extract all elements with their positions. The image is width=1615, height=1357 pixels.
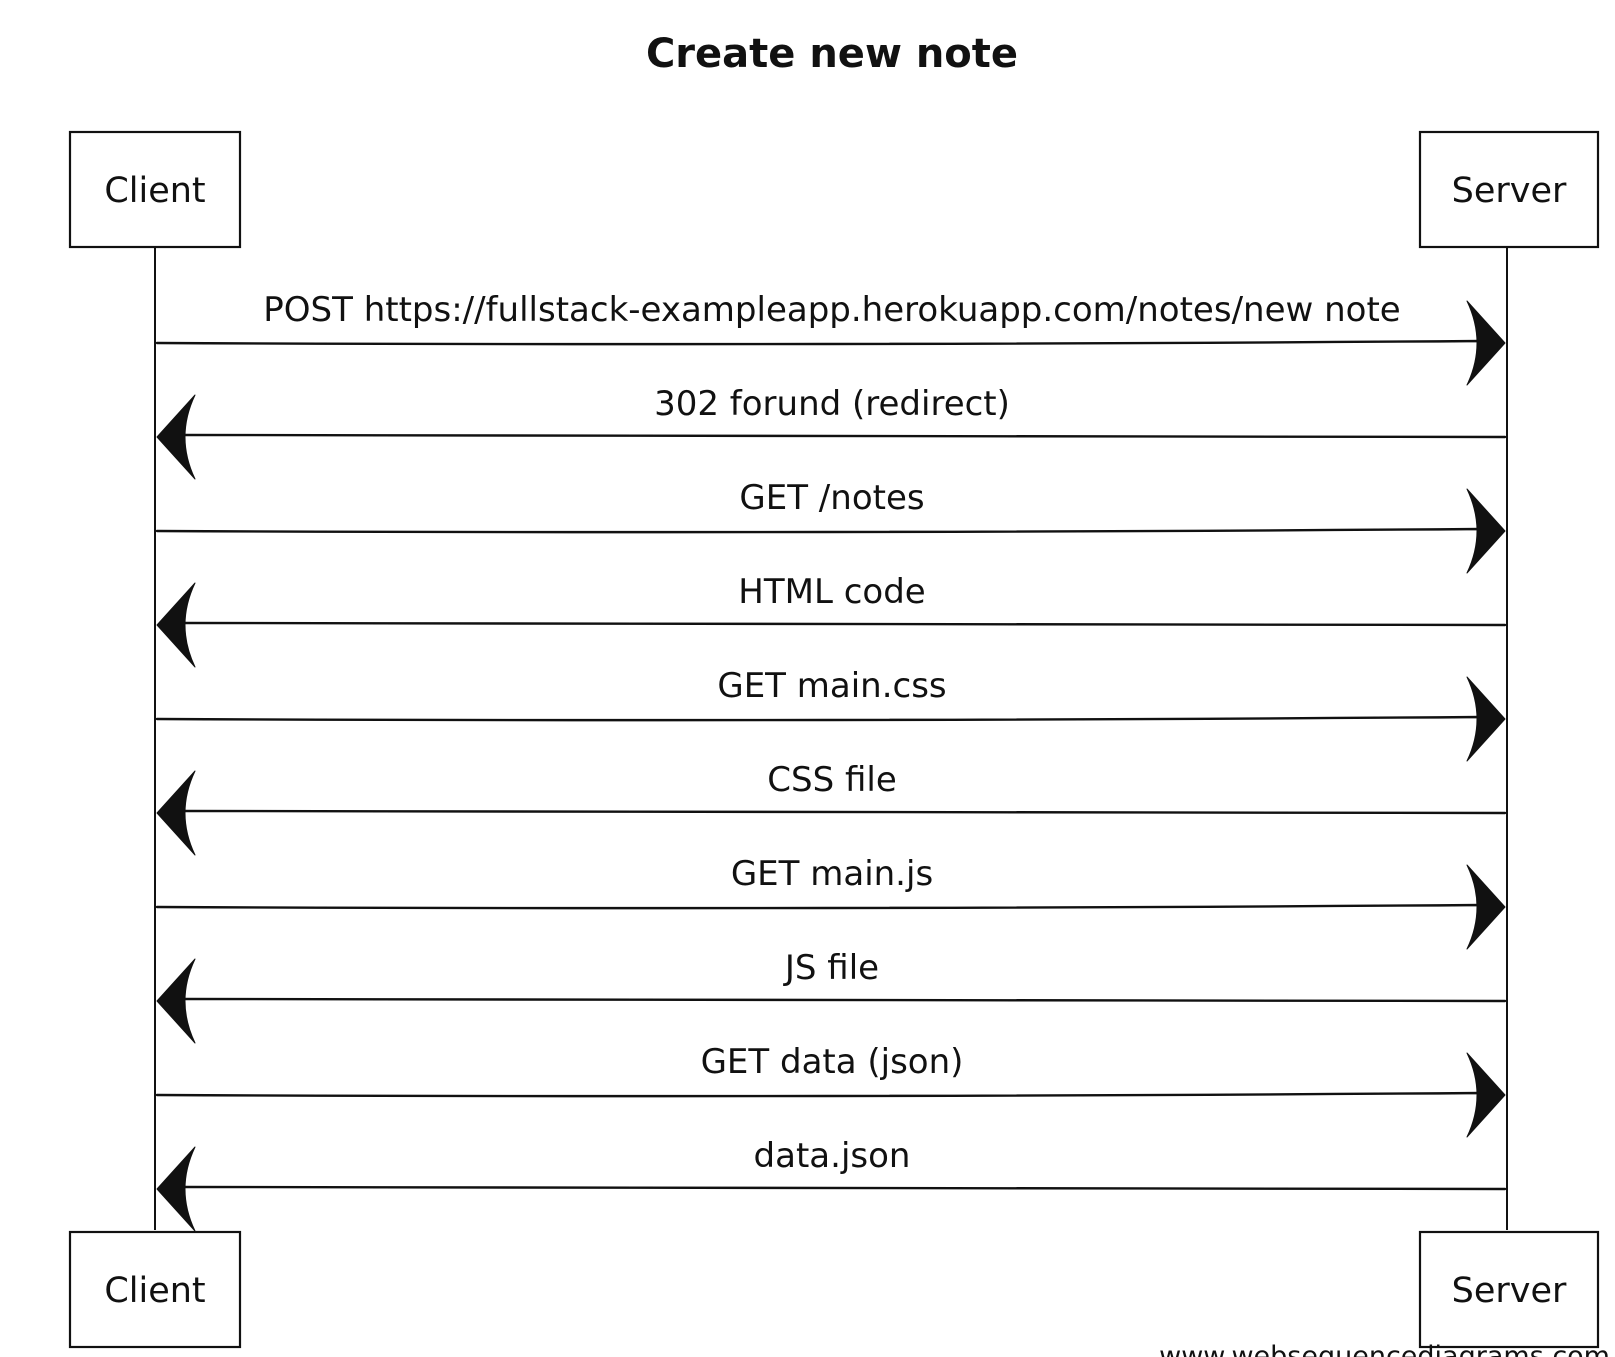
client-lifeline <box>153 246 156 1231</box>
client-actor-bottom-label: Client <box>104 1271 205 1311</box>
message-label: GET /notes <box>739 478 924 518</box>
message-10: data.json <box>156 1136 1507 1232</box>
message-arrow-line <box>155 903 1503 910</box>
arrowhead-icon <box>1466 676 1506 762</box>
watermark-text: www.websequencediagrams.com <box>1159 1341 1610 1357</box>
message-arrow-line <box>159 997 1507 1003</box>
arrowhead-icon <box>156 582 196 668</box>
message-4: HTML code <box>156 572 1507 668</box>
server-lifeline <box>1506 246 1509 1231</box>
message-label: GET main.js <box>731 854 933 894</box>
message-arrow-line <box>159 809 1507 815</box>
message-label: GET main.css <box>717 666 946 706</box>
client-actor-bottom: Client <box>68 1230 242 1349</box>
message-7: GET main.js <box>155 854 1506 950</box>
server-actor-bottom: Server <box>1418 1230 1600 1349</box>
message-1: POST https://fullstack-exampleapp.heroku… <box>155 290 1506 386</box>
message-6: CSS file <box>156 760 1507 856</box>
message-arrow-line <box>155 339 1503 346</box>
message-arrow-line <box>159 433 1507 439</box>
message-label: HTML code <box>738 572 925 612</box>
message-arrow-line <box>159 1185 1507 1191</box>
message-arrow-line <box>159 621 1507 627</box>
arrowhead-icon <box>156 958 196 1044</box>
message-arrow-line <box>155 1091 1503 1098</box>
arrowhead-icon <box>156 770 196 856</box>
client-actor-top: Client <box>68 130 242 249</box>
server-actor-top-label: Server <box>1452 171 1567 211</box>
message-label: JS file <box>783 948 879 988</box>
arrowhead-icon <box>1466 300 1506 386</box>
message-5: GET main.css <box>155 666 1506 762</box>
arrowhead-icon <box>156 1146 196 1232</box>
message-8: JS file <box>156 948 1507 1044</box>
messages-group: POST https://fullstack-exampleapp.heroku… <box>155 290 1507 1232</box>
server-actor-bottom-label: Server <box>1452 1271 1567 1311</box>
message-label: data.json <box>754 1136 911 1176</box>
message-2: 302 forund (redirect) <box>156 384 1507 480</box>
server-actor-top: Server <box>1418 130 1600 249</box>
message-label: CSS file <box>767 760 897 800</box>
client-actor-top-label: Client <box>104 171 205 211</box>
arrowhead-icon <box>1466 488 1506 574</box>
arrowhead-icon <box>156 394 196 480</box>
diagram-title: Create new note <box>646 31 1018 77</box>
arrowhead-icon <box>1466 864 1506 950</box>
message-label: POST https://fullstack-exampleapp.heroku… <box>263 290 1400 330</box>
message-9: GET data (json) <box>155 1042 1506 1138</box>
message-label: GET data (json) <box>701 1042 964 1082</box>
message-label: 302 forund (redirect) <box>654 384 1010 424</box>
message-arrow-line <box>155 527 1503 534</box>
arrowhead-icon <box>1466 1052 1506 1138</box>
message-arrow-line <box>155 715 1503 722</box>
message-3: GET /notes <box>155 478 1506 574</box>
